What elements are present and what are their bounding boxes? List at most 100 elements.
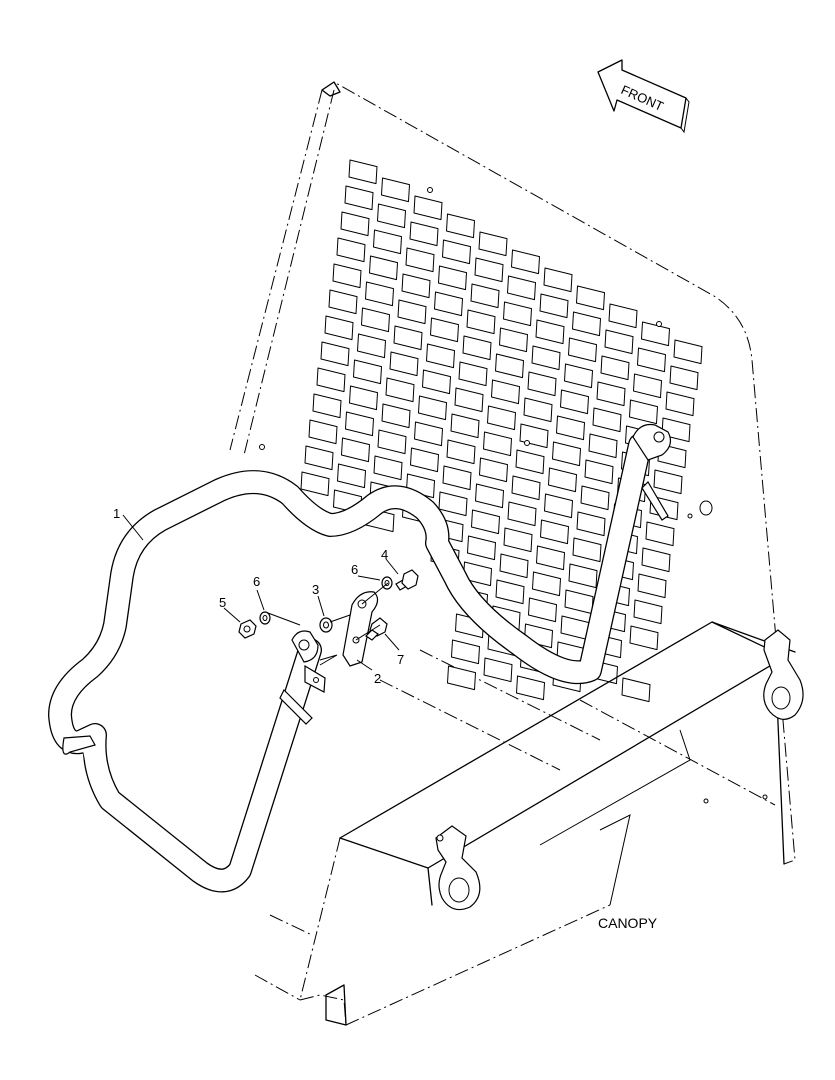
callout-3: 3 <box>312 582 319 597</box>
mesh-opening <box>401 273 431 299</box>
mesh-opening <box>491 379 520 405</box>
callout-2: 2 <box>374 671 381 686</box>
mesh-opening <box>458 361 488 387</box>
mesh-opening <box>475 483 504 509</box>
mesh-opening <box>478 231 508 257</box>
mesh-opening <box>523 397 553 423</box>
mesh-opening <box>332 263 362 289</box>
front-label: FRONT <box>619 82 666 114</box>
left-hinge-bracket <box>435 825 481 911</box>
bracket-plate-part-2 <box>304 591 379 693</box>
mesh-opening <box>413 195 443 221</box>
assembly-caption: CANOPY <box>598 915 658 931</box>
mesh-opening <box>560 389 589 415</box>
mesh-opening <box>645 521 675 547</box>
mesh-opening <box>373 229 402 255</box>
mesh-opening <box>499 327 528 353</box>
mesh-opening <box>564 589 594 615</box>
mesh-opening <box>665 391 695 417</box>
mesh-opening <box>422 369 451 395</box>
mesh-opening <box>596 381 626 407</box>
mesh-opening <box>328 289 358 315</box>
mesh-opening <box>320 341 350 367</box>
callout-7: 7 <box>397 652 404 667</box>
mesh-opening <box>373 455 403 481</box>
canopy-rear-panel <box>229 81 796 865</box>
mesh-opening <box>495 353 524 379</box>
mesh-opening <box>608 303 638 329</box>
mesh-opening <box>474 257 504 283</box>
mesh-opening <box>418 395 447 421</box>
mesh-opening <box>499 553 529 579</box>
mesh-opening <box>344 185 374 211</box>
mesh-opening <box>592 407 622 433</box>
bolt-part-7 <box>365 617 388 641</box>
mesh-opening <box>516 675 545 701</box>
mesh-opening <box>629 625 659 651</box>
mesh-opening <box>588 433 618 459</box>
mesh-opening <box>454 387 484 413</box>
grab-handle-tube <box>48 423 672 893</box>
mesh-opening <box>447 665 476 691</box>
callout-6-left: 6 <box>253 574 260 589</box>
mesh-opening <box>349 385 378 411</box>
right-hinge-bracket <box>763 629 804 720</box>
mesh-opening <box>430 317 459 343</box>
mesh-opening <box>365 281 394 307</box>
mesh-opening <box>410 447 439 473</box>
mesh-opening <box>361 307 390 333</box>
panel-mounting-holes <box>259 187 768 804</box>
mesh-opening <box>414 421 443 447</box>
mesh-opening <box>369 255 398 281</box>
mesh-opening <box>324 315 354 341</box>
mesh-opening <box>511 475 541 501</box>
mesh-opening <box>345 411 374 437</box>
lower-frame-beam <box>254 621 796 1026</box>
mesh-opening <box>527 371 557 397</box>
mesh-opening <box>300 471 330 497</box>
mesh-opening <box>442 465 472 491</box>
mesh-opening <box>548 467 577 493</box>
mesh-opening <box>434 291 463 317</box>
mesh-opening <box>381 177 410 203</box>
mesh-opening <box>357 333 386 359</box>
front-direction-arrow: FRONT <box>597 59 690 134</box>
mesh-opening <box>511 249 540 275</box>
mesh-opening <box>560 615 590 641</box>
mesh-opening <box>341 437 370 463</box>
mesh-opening <box>641 321 670 347</box>
mesh-opening <box>556 415 585 441</box>
mesh-opening <box>438 491 468 517</box>
mesh-opening <box>507 501 537 527</box>
mesh-opening <box>316 367 346 393</box>
mesh-opening <box>340 211 370 237</box>
mesh-opening <box>470 283 500 309</box>
mesh-opening <box>532 571 561 597</box>
spacer-part-3 <box>319 617 333 633</box>
mesh-opening <box>389 351 419 377</box>
mesh-opening <box>462 335 492 361</box>
mesh-opening <box>552 441 581 467</box>
mesh-opening <box>576 285 605 311</box>
mesh-opening <box>405 247 435 273</box>
mesh-opening <box>528 597 557 623</box>
mesh-opening <box>564 363 593 389</box>
mesh-opening <box>584 459 614 485</box>
mesh-opening <box>637 347 666 373</box>
mesh-opening <box>600 355 630 381</box>
mesh-opening <box>393 325 423 351</box>
mesh-opening <box>348 159 378 185</box>
mesh-opening <box>653 469 683 495</box>
mesh-opening <box>539 293 569 319</box>
mesh-opening <box>426 343 455 369</box>
mesh-opening <box>483 657 513 683</box>
mesh-opening <box>633 373 662 399</box>
mesh-opening <box>572 311 601 337</box>
mesh-opening <box>543 267 573 293</box>
mesh-opening <box>507 275 536 301</box>
mesh-opening <box>629 399 658 425</box>
mesh-opening <box>544 493 573 519</box>
mesh-opening <box>515 449 545 475</box>
mesh-opening <box>451 639 480 665</box>
